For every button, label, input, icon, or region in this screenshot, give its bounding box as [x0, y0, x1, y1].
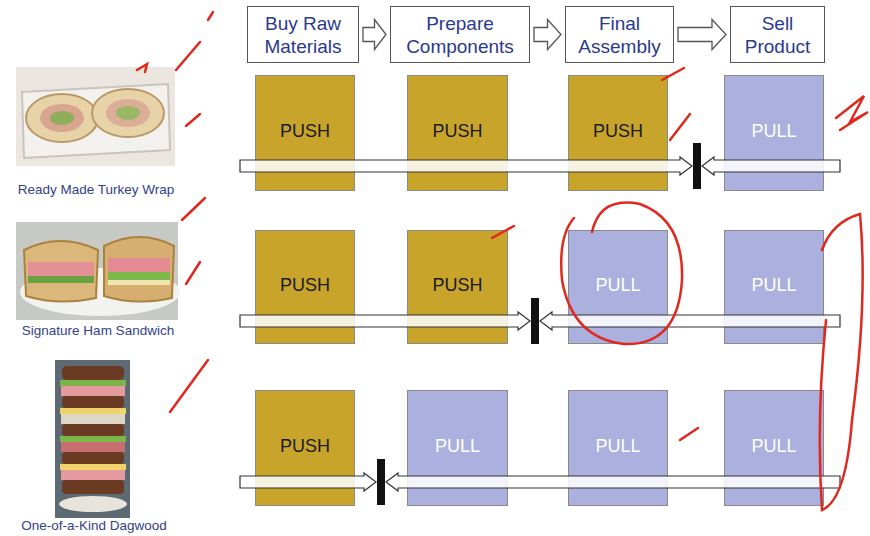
push-box: PUSH [568, 75, 668, 191]
push-box: PUSH [255, 75, 355, 191]
flow-arrow-outline [386, 473, 840, 491]
push-box: PUSH [407, 75, 508, 191]
photo-caption: Signature Ham Sandwich [22, 323, 174, 339]
turkey-wrap-photo [16, 67, 175, 166]
red-mark [662, 68, 684, 80]
flow-arrow-outline [240, 157, 692, 175]
red-mark [670, 114, 690, 140]
red-mark [561, 203, 682, 345]
red-mark [182, 198, 205, 220]
red-mark [836, 96, 868, 130]
red-mark [186, 262, 200, 284]
red-mark [820, 214, 863, 510]
red-mark [680, 428, 698, 440]
flow-arrow-outline [240, 312, 530, 330]
flow-label: PULL [751, 121, 796, 142]
step-label: Prepare Components [391, 12, 529, 58]
step-box: Final Assembly [565, 6, 674, 63]
flow-label: PUSH [280, 436, 330, 457]
flow-label: PULL [595, 275, 640, 296]
flow-arrow [534, 20, 561, 50]
step-box: Buy Raw Materials [247, 6, 359, 63]
flow-label: PULL [595, 436, 640, 457]
flow-label: PULL [751, 275, 796, 296]
push-pull-boundary [377, 459, 385, 505]
red-mark [208, 12, 213, 20]
red-mark [186, 114, 200, 126]
red-mark [170, 360, 208, 412]
push-pull-boundary [531, 298, 539, 344]
photo-caption: One-of-a-Kind Dagwood [21, 518, 167, 534]
ham-sandwich-photo [16, 222, 180, 320]
step-box: Prepare Components [390, 6, 530, 63]
flow-label: PUSH [280, 121, 330, 142]
red-mark [176, 42, 200, 70]
pull-box: PULL [724, 75, 824, 191]
step-label: Buy Raw Materials [248, 12, 358, 58]
photo-caption: Ready Made Turkey Wrap [18, 182, 175, 198]
step-box: Sell Product [730, 6, 825, 63]
push-pull-boundary [693, 143, 701, 189]
red-mark [137, 64, 147, 72]
flow-label: PULL [435, 436, 480, 457]
flow-label: PUSH [280, 275, 330, 296]
dagwood-photo [55, 360, 130, 518]
step-label: Sell Product [731, 12, 824, 58]
red-mark [492, 226, 514, 238]
flow-arrow-outline [240, 473, 376, 491]
flow-arrow [678, 20, 726, 50]
flow-label: PUSH [432, 121, 482, 142]
flow-label: PULL [751, 436, 796, 457]
flow-label: PUSH [432, 275, 482, 296]
flow-label: PUSH [593, 121, 643, 142]
flow-arrow [363, 20, 386, 50]
flow-arrow-outline [702, 157, 840, 175]
step-label: Final Assembly [566, 12, 673, 58]
